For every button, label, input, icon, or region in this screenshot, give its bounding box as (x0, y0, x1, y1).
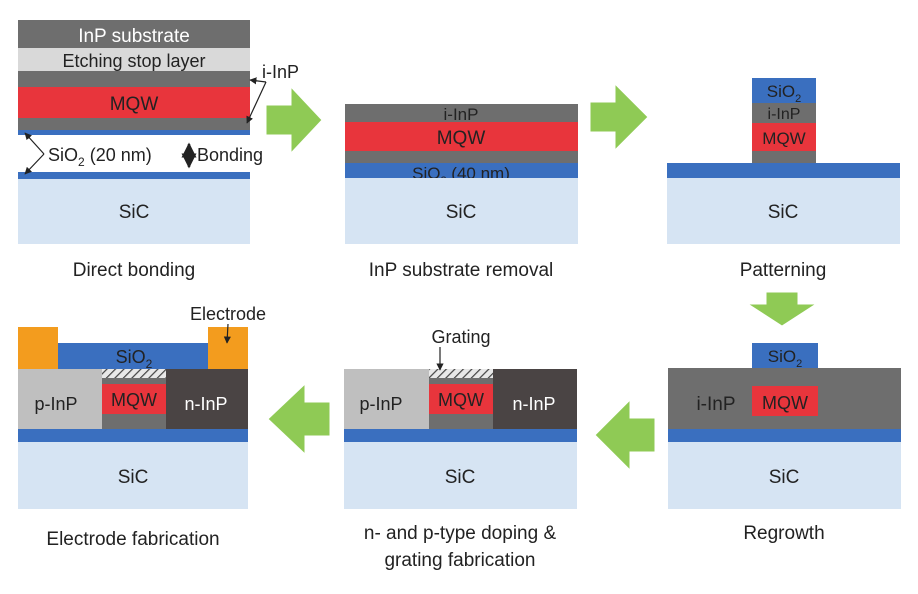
etch-stop-label: Etching stop layer (62, 51, 205, 71)
grating-hatch (429, 369, 493, 378)
mqw-label: MQW (762, 129, 805, 148)
grating-hatch (102, 369, 166, 378)
bonding-label: Bonding (197, 145, 263, 165)
ninp-region (166, 369, 248, 429)
sic-substrate (344, 442, 577, 509)
mqw-layer (752, 386, 818, 416)
ninp-label: n-InP (512, 394, 555, 414)
sio2-label: SiO2 (767, 82, 801, 105)
iinp-under (429, 414, 493, 429)
pinp-label: p-InP (34, 394, 77, 414)
sio2-layer (18, 429, 248, 442)
sio2-layer (667, 163, 900, 178)
sic-substrate (668, 442, 901, 509)
ninp-region (493, 369, 577, 429)
caption-inp-substrate-removal: InP substrate removal (369, 260, 553, 281)
iinp-top-layer (752, 103, 816, 123)
step-inp-substrate-removal: i-InP MQW SiO2 (40 nm) SiC InP substrate… (345, 104, 578, 281)
mqw-label: MQW (437, 128, 486, 149)
sio2-bottom-thin-layer (18, 172, 250, 179)
iinp-top-layer (345, 104, 578, 122)
sio2-layer (344, 429, 577, 442)
caption-regrowth: Regrowth (743, 523, 824, 544)
pinp-label: p-InP (359, 394, 402, 414)
mqw-layer (429, 384, 493, 414)
pinp-region (18, 369, 102, 429)
sio2-mask (752, 343, 818, 368)
sio2-label: SiO2 (768, 347, 802, 370)
sic-substrate (18, 442, 248, 509)
sic-label: SiC (769, 467, 800, 488)
iinp-label: i-InP (768, 106, 801, 123)
sic-label: SiC (446, 202, 477, 223)
left-arrow-icon (267, 382, 331, 456)
right-arrow-icon (589, 82, 649, 152)
iinp-top-layer (18, 71, 250, 87)
sio2-label: SiO2 (116, 347, 153, 371)
mqw-layer (18, 87, 250, 118)
mqw-label: MQW (438, 390, 484, 410)
caption-doping-grating-line1: n- and p-type doping & (364, 523, 557, 544)
mqw-label: MQW (110, 94, 159, 115)
step-regrowth: SiO2 i-InP MQW SiC Regrowth (668, 343, 901, 544)
etch-stop-layer (18, 48, 250, 71)
mqw-layer (752, 123, 816, 151)
iinp-label: i-InP (696, 394, 735, 415)
caption-electrode-fabrication: Electrode fabrication (46, 529, 219, 550)
sic-substrate (18, 179, 250, 244)
iinp-bottom-layer (752, 151, 816, 163)
pinp-region (344, 369, 429, 429)
electrode-left (18, 327, 58, 369)
right-arrow-icon (265, 85, 323, 155)
iinp-cap (102, 378, 166, 384)
mqw-layer (345, 122, 578, 151)
iinp-cap (429, 378, 493, 384)
iinp-bottom-layer (18, 118, 250, 130)
mqw-layer (102, 384, 166, 414)
sio2-cover (58, 343, 208, 369)
left-arrow-icon (594, 398, 656, 472)
sio2-layer (668, 429, 901, 442)
caption-direct-bonding: Direct bonding (73, 260, 196, 281)
electrode-label: Electrode (190, 304, 266, 324)
caption-doping-grating-line2: grating fabrication (384, 550, 535, 571)
grating-label: Grating (431, 327, 490, 347)
mqw-label: MQW (111, 390, 157, 410)
step-electrode-fabrication: SiO2 Electrode p-InP MQW n-InP SiC Elect… (18, 304, 266, 550)
sic-label: SiC (119, 202, 150, 223)
iinp-pointer-top (249, 77, 267, 85)
sic-label: SiC (768, 202, 799, 223)
iinp-pointer-bottom (246, 81, 267, 124)
iinp-bottom-layer (345, 151, 578, 163)
sio2-layer (345, 163, 578, 178)
sio2-top-thin-layer (18, 130, 250, 135)
ninp-label: n-InP (184, 394, 227, 414)
sic-substrate (667, 178, 900, 244)
mqw-label: MQW (762, 393, 808, 413)
sio2-mask (752, 78, 816, 103)
inp-substrate-label: InP substrate (78, 26, 190, 47)
step-patterning: SiO2 i-InP MQW SiC Patterning (667, 78, 900, 281)
down-arrow-icon (746, 291, 818, 327)
sic-label: SiC (118, 467, 149, 488)
sio2-20nm-label: SiO2 (20 nm) (48, 145, 152, 169)
iinp-label: i-InP (262, 62, 299, 82)
caption-patterning: Patterning (740, 260, 827, 281)
sio2-pointer-top (24, 132, 45, 155)
sic-label: SiC (445, 467, 476, 488)
electrode-pointer (223, 323, 231, 344)
sic-substrate (345, 178, 578, 244)
step-doping-grating: p-InP MQW n-InP SiC Grating n- and p-typ… (344, 327, 577, 571)
inp-substrate-layer (18, 20, 250, 48)
iinp-label: i-InP (444, 105, 479, 124)
sio2-pointer-bottom (24, 153, 45, 175)
step-direct-bonding: InP substrate Etching stop layer MQW SiC… (18, 20, 299, 281)
iinp-under (102, 414, 166, 429)
